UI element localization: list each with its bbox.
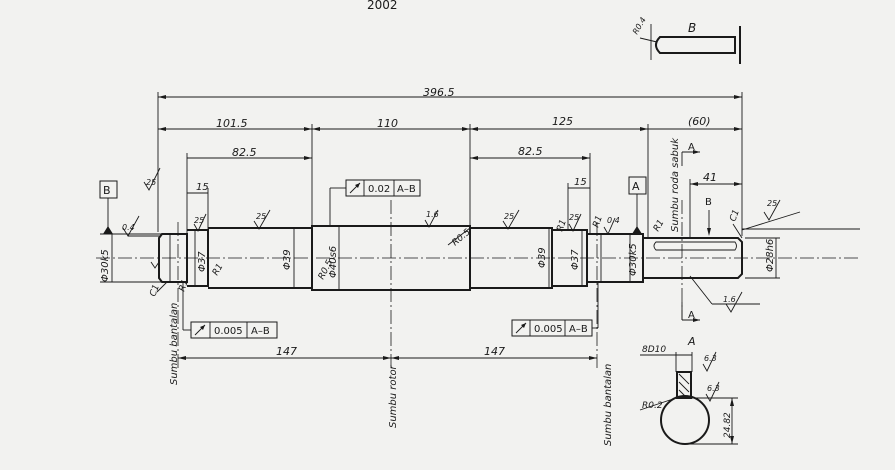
dia-37-left: Φ37 — [197, 251, 208, 272]
roughness-16-a: 1.6 — [426, 210, 439, 219]
section-marks: A A B — [681, 142, 712, 322]
roughness-25-e: 25 — [569, 213, 579, 222]
label-sumbu-rotor: Sumbu rotor — [388, 364, 399, 428]
radii-labels: R0.5 R0.5 R1 R1 R1 R1 R1 C1 C1 — [148, 208, 742, 298]
dim-seg4: (60) — [688, 115, 711, 128]
key-width: 8D10 — [642, 345, 666, 355]
radius-r1-c: R1 — [555, 218, 568, 233]
radius-r1-b: R1 — [211, 262, 226, 277]
dim-left-inner: 82.5 — [232, 146, 257, 159]
label-sumbu-bantalan-left: Sumbu bantalan — [169, 303, 180, 385]
tol-top-ref: A–B — [397, 184, 416, 195]
view-b-title: B — [688, 21, 696, 35]
dia-30k5-left: Φ30k5 — [100, 249, 111, 282]
datum-a: A — [628, 176, 647, 234]
view-b-radius: R0.4 — [631, 16, 648, 36]
axis-lines: 147 147 Sumbu bantalan Sumbu rotor Sumbu… — [169, 137, 683, 446]
tolerance-frame-bottom-right: 0.005 A–B — [511, 282, 599, 337]
datum-b-label: B — [103, 184, 111, 197]
dim-overall: 396.5 — [423, 86, 455, 99]
key-depth: 24.82 — [723, 412, 733, 438]
section-a-bottom: A — [688, 310, 695, 321]
roughness-25-c: 25 — [256, 212, 266, 221]
tol-bl-ref: A–B — [251, 326, 270, 337]
section-a-top: A — [688, 142, 695, 153]
tolerance-frame-top: 0.02 A–B — [329, 179, 421, 226]
dim-end-41: 41 — [703, 171, 717, 184]
dia-40s6: Φ40s6 — [328, 246, 339, 278]
roughness-04-right: 0.4 — [607, 216, 620, 225]
tol-br-ref: A–B — [569, 324, 588, 335]
roughness-25-b: 25 — [194, 216, 204, 225]
chamfer-c1-right: C1 — [728, 208, 742, 223]
roughness-25-d: 25 — [504, 212, 514, 221]
key-radius: R0.2 — [642, 401, 663, 411]
diameter-labels: Φ30k5 Φ37 Φ39 Φ40s6 Φ39 Φ37 Φ30k5 Φ28h6 — [100, 226, 780, 290]
roughness-63-a: 6.3 — [704, 354, 717, 363]
radius-r1-a: R1 — [177, 278, 190, 293]
dim-right-inner: 82.5 — [518, 145, 543, 158]
dim-bearing-left: 147 — [276, 345, 297, 358]
drawing-year: 2002 — [367, 0, 398, 12]
view-b-detail: B R0.4 — [631, 16, 741, 64]
dim-left-15: 15 — [196, 182, 209, 193]
dim-seg2: 110 — [377, 117, 398, 130]
dim-seg1: 101.5 — [216, 117, 248, 130]
roughness-04-left: 0.4 — [122, 223, 135, 232]
label-sumbu-bantalan-right: Sumbu bantalan — [603, 364, 614, 446]
tolerance-frame-bottom-left: 0.005 A–B — [182, 282, 278, 339]
roughness-25-f: 25 — [767, 199, 777, 208]
roughness-symbols: 25 25 25 25 25 25 1.6 1.6 0.4 0.4 6.3 6.… — [122, 167, 801, 402]
dia-37-right: Φ37 — [570, 249, 581, 270]
section-a-title: A — [687, 335, 696, 348]
roughness-63-b: 6.3 — [707, 384, 720, 393]
dia-28h6: Φ28h6 — [765, 239, 776, 272]
radius-r1-d: R1 — [591, 214, 604, 229]
dim-bearing-right: 147 — [484, 345, 505, 358]
label-sumbu-roda-sabuk: Sumbu roda sabuk — [670, 137, 681, 232]
tol-top-value: 0.02 — [368, 184, 390, 195]
dia-39-left: Φ39 — [282, 249, 293, 270]
dim-right-15: 15 — [574, 177, 587, 188]
radius-r1-e: R1 — [652, 218, 667, 233]
tol-bl-value: 0.005 — [214, 326, 243, 337]
top-dimensions: 396.5 101.5 110 125 (60) 82.5 82.5 15 15 — [157, 86, 743, 238]
datum-a-label: A — [632, 180, 640, 193]
dia-39-right: Φ39 — [537, 247, 548, 268]
shaft-outline — [96, 225, 860, 291]
datum-b: B — [99, 180, 118, 234]
roughness-25-a: 25 — [146, 178, 156, 187]
dia-30k5-right: Φ30k5 — [628, 243, 639, 276]
view-b-arrow-label: B — [705, 197, 712, 208]
tol-br-value: 0.005 — [534, 324, 563, 335]
section-a-detail: A 8D10 R0.2 24.82 — [639, 335, 738, 445]
chamfer-c1-left: C1 — [148, 283, 162, 298]
roughness-16-b: 1.6 — [723, 295, 736, 304]
shaft-markers — [150, 223, 743, 293]
dim-seg3: 125 — [552, 115, 573, 128]
